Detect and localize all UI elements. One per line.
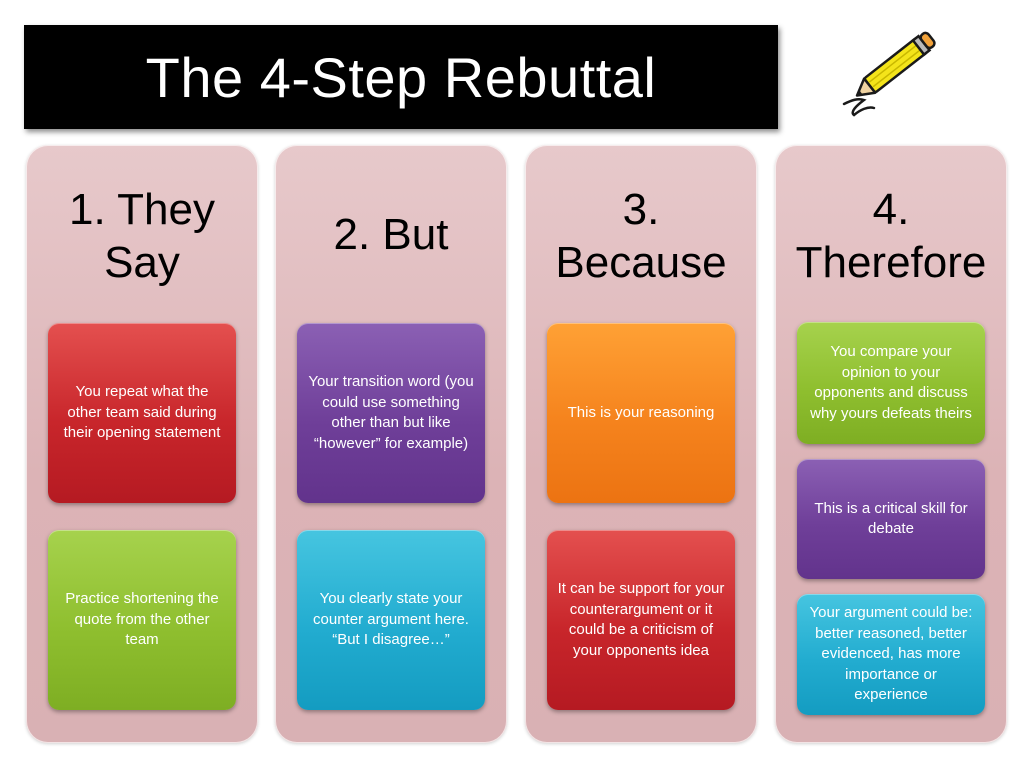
step-box: Your transition word (you could use some…: [297, 323, 485, 503]
step-heading: 1. They Say: [26, 183, 258, 289]
step-heading-line: 4.: [775, 183, 1007, 236]
step-column-but: 2. But Your transition word (you could u…: [275, 145, 507, 743]
step-heading: 3. Because: [525, 183, 757, 289]
step-heading: 4. Therefore: [775, 183, 1007, 289]
step-box: Your argument could be: better reasoned,…: [797, 594, 985, 715]
step-heading-line: 3.: [525, 183, 757, 236]
step-box: You clearly state your counter argument …: [297, 530, 485, 710]
step-box: Practice shortening the quote from the o…: [48, 530, 236, 710]
step-box: It can be support for your counterargume…: [547, 530, 735, 710]
slide-title: The 4-Step Rebuttal: [24, 25, 778, 129]
step-heading: 2. But: [275, 208, 507, 261]
step-box: You repeat what the other team said duri…: [48, 323, 236, 503]
step-heading-line: Therefore: [775, 236, 1007, 289]
step-heading-line: 1. They: [26, 183, 258, 236]
step-heading-line: Because: [525, 236, 757, 289]
step-box: This is your reasoning: [547, 323, 735, 503]
step-heading-line: 2. But: [275, 208, 507, 261]
step-box: This is a critical skill for debate: [797, 459, 985, 579]
pencil-icon: [838, 22, 946, 122]
step-heading-line: Say: [26, 236, 258, 289]
title-bar: The 4-Step Rebuttal: [24, 25, 778, 129]
step-box: You compare your opinion to your opponen…: [797, 322, 985, 444]
step-column-they-say: 1. They Say You repeat what the other te…: [26, 145, 258, 743]
step-column-therefore: 4. Therefore You compare your opinion to…: [775, 145, 1007, 743]
step-column-because: 3. Because This is your reasoning It can…: [525, 145, 757, 743]
